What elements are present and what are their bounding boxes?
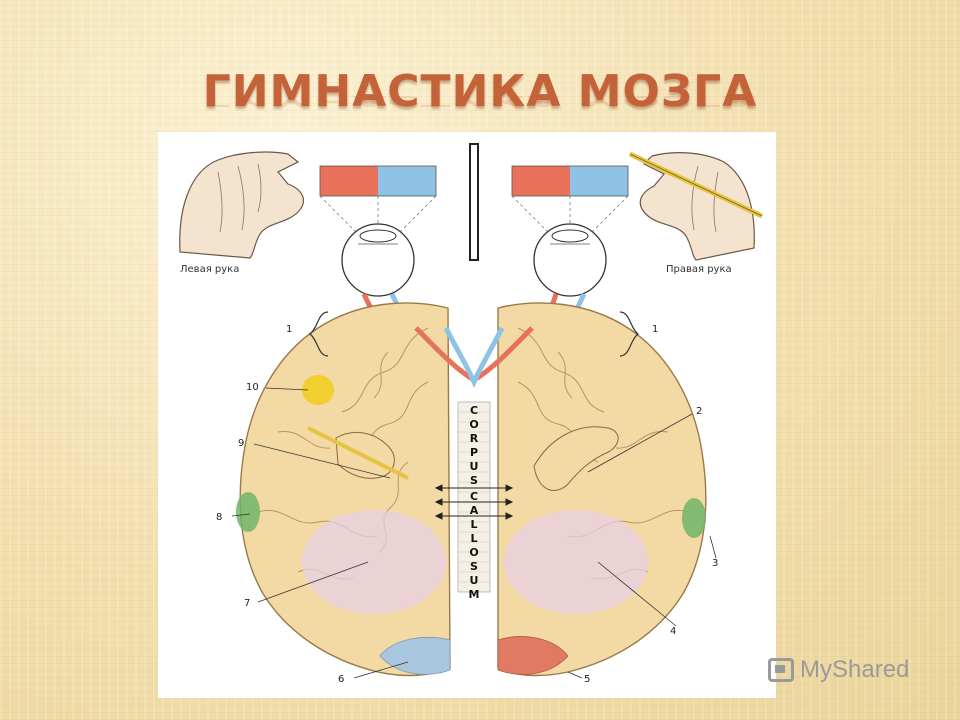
right-green-zone — [682, 498, 706, 538]
left-hemisphere — [236, 302, 451, 677]
callosum-letter: A — [470, 504, 479, 517]
left-visual-stimulus — [319, 165, 437, 241]
callout-number: 9 — [238, 438, 244, 449]
callout-number: 7 — [244, 598, 250, 609]
corpus-letter: C — [470, 404, 478, 417]
left-bracket — [309, 311, 329, 357]
left-green-zone — [236, 492, 260, 532]
center-divider — [469, 143, 479, 261]
right-visual-stimulus — [511, 165, 629, 241]
callout-number: 2 — [696, 406, 702, 417]
inner-hand-with-pencil — [307, 426, 409, 480]
corpus-callosum-lines — [458, 411, 490, 583]
callosum-letter: C — [470, 490, 478, 503]
left-hand-label: Левая рука — [180, 264, 239, 275]
callout-number: 4 — [670, 626, 676, 637]
watermark-text: MyShared — [800, 656, 910, 683]
corpus-letter: O — [469, 418, 478, 431]
callosum-letter: U — [470, 574, 479, 587]
right-hand-illustration — [628, 151, 764, 261]
callout-number: 6 — [338, 674, 344, 685]
callosum-arrows — [434, 484, 514, 520]
callout-number: 8 — [216, 512, 222, 523]
callosum-letter: L — [470, 532, 477, 545]
corpus-callosum — [457, 401, 491, 593]
corpus-letter: S — [470, 474, 478, 487]
right-hand-label: Правая рука — [666, 264, 732, 275]
left-hand-illustration — [179, 151, 305, 259]
myshared-logo-icon — [768, 658, 794, 682]
right-temporal-zone — [504, 510, 648, 614]
left-temporal-zone — [302, 510, 446, 614]
corpus-letter: U — [470, 460, 479, 473]
watermark: MyShared — [768, 656, 909, 684]
callout-number: 10 — [246, 382, 259, 393]
callosum-word: C A L L O S U M — [469, 490, 480, 601]
brain-diagram: Левая рука Правая рука — [179, 143, 764, 685]
optic-chiasm-blue — [443, 326, 505, 389]
callosum-letter: L — [470, 518, 477, 531]
inner-right-hand — [533, 426, 619, 491]
leader-lines — [231, 387, 717, 679]
callosum-letter: S — [470, 560, 478, 573]
callout-number: 1 — [286, 324, 292, 335]
right-hemisphere — [497, 302, 707, 677]
callout-number: 5 — [584, 674, 590, 685]
corpus-letter: P — [470, 446, 478, 459]
corpus-letter: R — [470, 432, 479, 445]
right-bracket — [619, 311, 639, 357]
right-occipital-zone — [497, 636, 569, 675]
callout-number: 1 — [652, 324, 658, 335]
corpus-word: C O R P U S — [469, 404, 478, 487]
left-yellow-zone — [302, 375, 334, 405]
callosum-letter: O — [469, 546, 478, 559]
slide-title-reflection: ГИМНАСТИКА МОЗГА — [202, 92, 758, 110]
slide-title: ГИМНАСТИКА МОЗГА — [202, 66, 758, 117]
callosum-letter: M — [469, 588, 480, 601]
callout-number: 3 — [712, 558, 718, 569]
brain-illustration-panel: Левая рука Правая рука — [158, 132, 776, 698]
